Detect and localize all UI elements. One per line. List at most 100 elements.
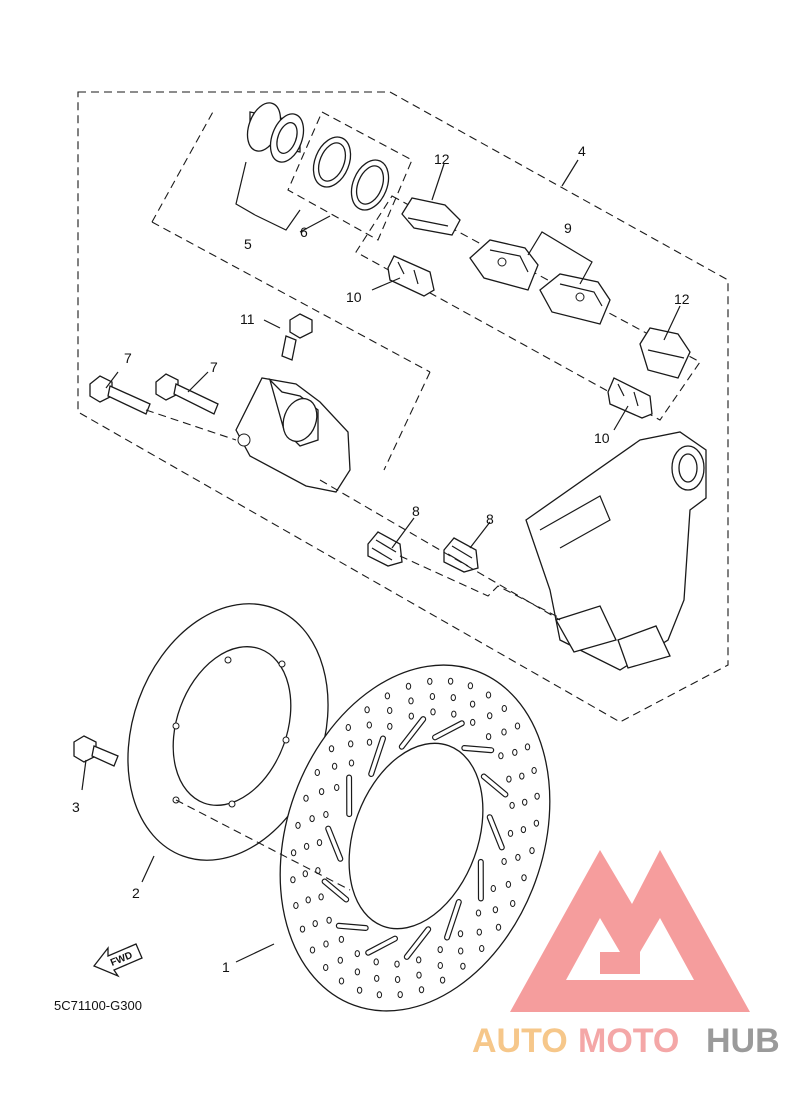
callout-10-bottom: 10: [594, 430, 610, 446]
pad-spring-bottom: [607, 377, 653, 419]
leader-lines: [81, 109, 681, 963]
callout-6: 6: [300, 224, 308, 240]
rotor-drill-hole: [374, 974, 380, 982]
rotor-drill-hole: [429, 693, 436, 700]
caliper-bracket: [525, 431, 707, 671]
watermark-moto: MOTO: [578, 1022, 679, 1060]
disc-bolt: [73, 735, 119, 767]
rotor-drill-hole: [458, 947, 464, 955]
rotor-drill-hole: [437, 962, 443, 969]
rotor-drill-hole: [533, 819, 540, 827]
rotor-drill-hole: [418, 986, 425, 994]
rotor-drill-hole: [469, 700, 476, 708]
rotor-drill-hole: [338, 977, 345, 985]
rotor-drill-hole: [373, 958, 379, 966]
rotor-drill-hole: [408, 697, 414, 705]
rotor-vent-slot: [400, 717, 425, 749]
rotor-drill-hole: [447, 677, 454, 685]
rotor-drill-hole: [364, 706, 370, 714]
rotor-drill-hole: [323, 940, 329, 948]
rotor-drill-hole: [354, 950, 360, 958]
watermark-logo-icon: [510, 850, 750, 1012]
rotor-drill-hole: [394, 976, 401, 983]
rotor-drill-hole: [323, 964, 329, 971]
rotor-drill-hole: [519, 772, 525, 780]
rotor-drill-hole: [354, 968, 361, 976]
rotor-drill-hole: [470, 718, 476, 726]
brake-pad-rear: [539, 273, 611, 325]
rotor-drill-hole: [501, 728, 507, 736]
pad-group-box: [355, 195, 701, 421]
callout-1: 1: [222, 959, 230, 975]
rotor-drill-hole: [366, 721, 372, 729]
caliper-body: [235, 377, 351, 493]
rotor-drill-hole: [531, 767, 537, 774]
rotor-drill-hole: [405, 682, 412, 690]
rotor-drill-hole: [312, 920, 318, 928]
rotor-drill-hole: [387, 707, 393, 714]
rotor-drill-hole: [305, 896, 311, 904]
rotor-drill-hole: [487, 712, 493, 720]
pad-shim-right: [639, 327, 691, 379]
rotor-drill-hole: [348, 740, 354, 748]
rotor-vent-slot: [366, 936, 397, 955]
rotor-drill-hole: [498, 752, 504, 760]
rotor-drill-hole: [520, 826, 527, 834]
slide-bushing-left: [367, 531, 403, 567]
rotor-drill-hole: [505, 880, 512, 888]
rotor-drill-hole: [479, 945, 485, 952]
piston-seals: [312, 136, 390, 211]
brake-disc-front: [279, 664, 551, 1012]
rotor-drill-hole: [430, 708, 436, 716]
rotor-vent-slot: [445, 900, 461, 940]
rotor-drill-hole: [467, 682, 474, 690]
callout-7-left: 7: [124, 350, 132, 366]
pad-shim-top: [401, 197, 461, 236]
rotor-drill-hole: [318, 893, 324, 901]
rotor-drill-hole: [529, 847, 535, 855]
rotor-drill-hole: [316, 839, 323, 847]
rotor-vent-slot: [322, 879, 348, 902]
rotor-drill-hole: [366, 738, 373, 746]
watermark-text: AUTO MOTO HUB: [472, 1022, 780, 1060]
pad-spring-top: [387, 255, 435, 297]
rotor-drill-hole: [510, 900, 516, 907]
rotor-vent-slot: [433, 721, 464, 740]
fwd-arrow-icon: FWD: [92, 943, 143, 978]
callout-4: 4: [578, 143, 586, 159]
rotor-drill-hole: [514, 722, 521, 730]
rotor-drill-hole: [314, 769, 320, 776]
callout-11: 11: [240, 311, 255, 327]
rotor-vent-slot: [369, 736, 385, 776]
rotor-drill-hole: [309, 946, 316, 954]
rotor-drill-hole: [387, 722, 393, 730]
caliper-bolt-left: [89, 375, 151, 415]
rotor-drill-hole: [408, 712, 414, 720]
rotor-drill-hole: [457, 930, 464, 938]
rotor-drill-hole: [384, 692, 391, 700]
rotor-drill-hole: [299, 925, 306, 933]
callout-12-top: 12: [434, 151, 450, 167]
rotor-drill-hole: [302, 870, 308, 878]
rotor-drill-hole: [506, 775, 512, 783]
callout-7-right: 7: [210, 359, 218, 375]
rotor-drill-hole: [318, 788, 325, 796]
callout-2: 2: [132, 885, 140, 901]
rotor-drill-hole: [334, 784, 340, 791]
callout-3: 3: [72, 799, 80, 815]
rotor-vent-slot: [326, 826, 343, 861]
caliper-piston: [246, 102, 305, 163]
rotor-drill-hole: [450, 694, 456, 702]
rotor-drill-hole: [290, 849, 297, 857]
callout-8-left: 8: [412, 503, 420, 519]
rotor-drill-hole: [534, 792, 540, 800]
rotor-drill-hole: [397, 991, 403, 999]
rotor-drill-hole: [509, 801, 515, 809]
rotor-drill-hole: [507, 829, 514, 837]
watermark-hub: HUB: [706, 1022, 780, 1060]
rotor-drill-hole: [437, 946, 443, 954]
rotor-drill-hole: [501, 705, 507, 712]
callout-5: 5: [244, 236, 252, 252]
callout-8-right: 8: [486, 511, 494, 527]
rotor-drill-hole: [303, 794, 309, 802]
